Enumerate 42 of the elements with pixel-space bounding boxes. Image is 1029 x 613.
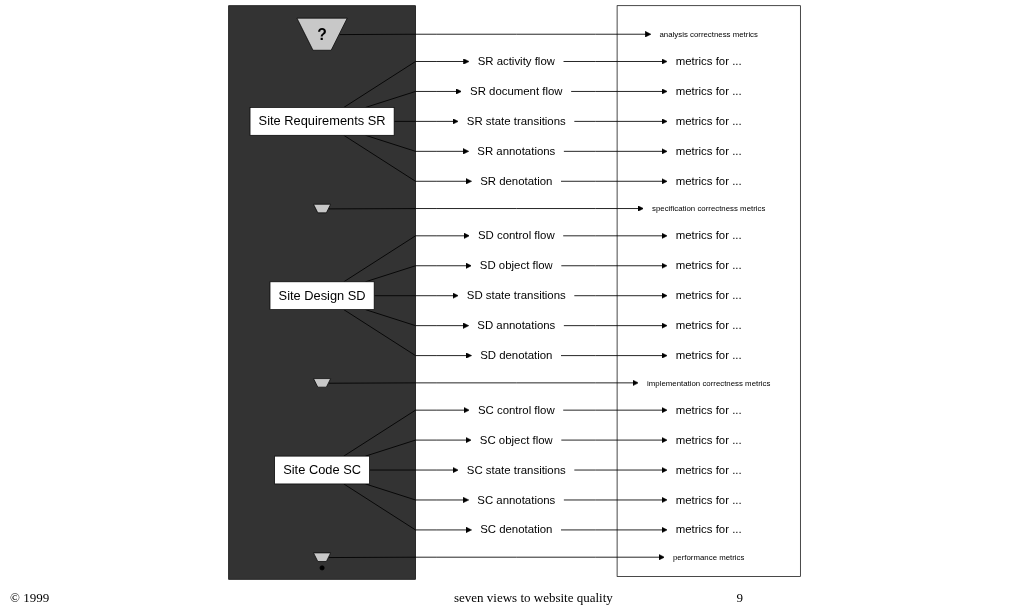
node-text: SD annotations — [477, 319, 556, 332]
node-text: SR state transitions — [466, 114, 566, 128]
cluster — [228, 5, 416, 580]
node-text: metrics for ... — [675, 319, 742, 332]
node-text: metrics for ... — [675, 289, 742, 302]
node-text: metrics for ... — [675, 174, 742, 187]
node-text: SR denotation — [480, 174, 553, 187]
node-box: Site Code SC — [274, 455, 370, 485]
node-text: SD object flow — [479, 259, 553, 272]
node-text: metrics for ... — [675, 114, 742, 128]
node-text: SC annotations — [477, 493, 556, 506]
node-arrow — [313, 203, 331, 214]
node-text: metrics for ... — [675, 493, 742, 506]
node-text: SC state transitions — [466, 463, 566, 476]
node-text: SD state transitions — [466, 289, 566, 302]
node-text: metrics for ... — [675, 463, 742, 476]
node-text: SR document flow — [470, 85, 563, 98]
node-text: metrics for ... — [675, 259, 742, 272]
node-text: SR activity flow — [477, 55, 555, 68]
node-text: SR annotations — [477, 144, 556, 158]
node-text: metrics for ... — [675, 229, 742, 242]
node-text: SD denotation — [480, 349, 553, 362]
node-text: metrics for ... — [675, 55, 742, 68]
node-arrow — [313, 552, 331, 562]
footer-title: seven views to website quality — [453, 590, 613, 606]
page-number: 9 — [736, 590, 743, 606]
node-text: metrics for ... — [675, 85, 742, 98]
node-text: SD control flow — [477, 229, 555, 242]
copyright-text: © 1999 — [10, 590, 50, 606]
node-text: metrics for ... — [675, 433, 742, 446]
node-text: metrics for ... — [675, 403, 742, 416]
node-box: Site Design SD — [269, 281, 375, 310]
node-arrow — [313, 378, 331, 388]
node-text: metrics for ... — [675, 144, 742, 158]
node-text: SC denotation — [480, 523, 553, 536]
node-box: Site Requirements SR — [249, 107, 395, 136]
node-text: SC object flow — [479, 433, 553, 446]
node-text: metrics for ... — [675, 349, 742, 362]
node-text: metrics for ... — [675, 523, 742, 536]
cluster — [616, 5, 801, 577]
node-text: SC control flow — [477, 403, 555, 416]
node-circle — [319, 565, 325, 571]
